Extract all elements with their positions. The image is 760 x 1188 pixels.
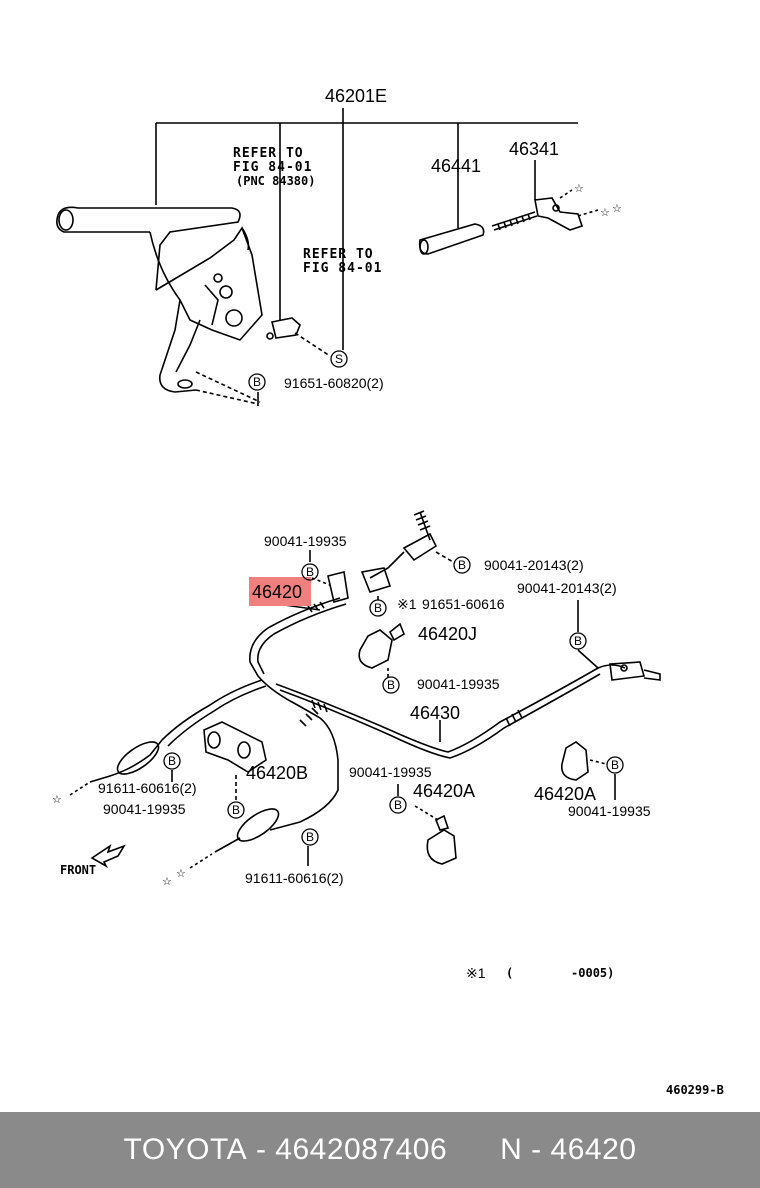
clip-e-label: 90041-19935	[349, 764, 432, 780]
highlight-box	[249, 577, 311, 606]
refer-note-1-line-1: REFER TO	[233, 146, 304, 161]
star-icon: ☆	[162, 876, 172, 888]
clip-b-label: 90041-20143(2)	[484, 557, 584, 573]
diagram-canvas: 46201E REFER TO FIG 84-01 (PNC 84380) RE…	[52, 86, 724, 1097]
refer-note-2-line-1: REFER TO	[303, 247, 374, 262]
clip-a-label: 90041-19935	[264, 533, 347, 549]
b-marker-text: B	[574, 634, 582, 648]
b-marker-text: B	[387, 678, 395, 692]
footnote-mark: ※1	[466, 965, 486, 981]
diagram-code: 460299-B	[666, 1083, 724, 1097]
star-icon: ☆	[612, 203, 622, 215]
part-number: 4642087406	[275, 1133, 448, 1166]
n-label: N	[500, 1133, 523, 1166]
b-marker-text: B	[611, 758, 619, 772]
clip-c-label: 90041-20143(2)	[517, 580, 617, 596]
star-icon: ☆	[600, 207, 610, 219]
b-marker-text: B	[168, 754, 176, 768]
part-46420J-label: 46420J	[418, 624, 477, 644]
bolt-left-label: 91611-60616(2)	[98, 780, 197, 796]
clip-g-label: 90041-19935	[568, 803, 651, 819]
part-46430-label: 46430	[410, 703, 460, 723]
b-marker-text: B	[232, 803, 240, 817]
footer-bar: TOYOTA - 4642087406 N - 46420	[0, 1112, 760, 1188]
part-46420B-label: 46420B	[246, 763, 308, 783]
part-46420A-label-1: 46420A	[413, 781, 475, 801]
part-46441-label: 46441	[431, 156, 481, 176]
assembly-label: 46201E	[325, 86, 387, 106]
clip-d-label: 90041-19935	[417, 676, 500, 692]
b-marker-clip-b	[453, 556, 471, 574]
brand-name: TOYOTA	[123, 1133, 248, 1166]
footnote-range: ( -0005)	[506, 966, 614, 980]
bolt-mid-label: 91651-60616	[422, 596, 505, 612]
b-marker-bolt-bottom	[301, 828, 319, 846]
b-marker-clip-f	[227, 801, 245, 819]
part-46420-highlighted-label: 46420	[252, 582, 302, 602]
b-marker-text: B	[306, 830, 314, 844]
note-mark-1: ※1	[397, 596, 417, 612]
clip-f-label: 90041-19935	[103, 801, 186, 817]
footer-gap	[447, 1133, 500, 1167]
refer-note-1-line-2: FIG 84-01	[233, 160, 312, 175]
part-46420A-label-2: 46420A	[534, 784, 596, 804]
b-marker-text: B	[306, 565, 314, 579]
pnc-number: 46420	[550, 1133, 637, 1166]
bolt-upper-label: 91651-60820(2)	[284, 375, 384, 391]
b-marker-text: B	[458, 558, 466, 572]
b-marker-text: B	[374, 601, 382, 615]
star-icon: ☆	[176, 868, 186, 880]
star-icon: ☆	[574, 183, 584, 195]
part-46341-label: 46341	[509, 139, 559, 159]
b-marker-bolt-mid	[369, 599, 387, 617]
b-marker-clip-d	[382, 676, 400, 694]
b-marker-text: B	[253, 375, 261, 389]
front-label: FRONT	[60, 863, 96, 877]
refer-note-2-line-2: FIG 84-01	[303, 261, 382, 276]
s-marker-text: S	[335, 352, 343, 366]
refer-note-1-line-3: (PNC 84380)	[236, 174, 315, 188]
b-marker-46420A	[389, 796, 407, 814]
b-marker-clip-c	[569, 632, 587, 650]
footer-separator: -	[247, 1133, 276, 1166]
b-marker-bolt-left	[163, 752, 181, 770]
star-icon: ☆	[52, 794, 62, 806]
s-marker	[330, 350, 348, 368]
b-marker-text: B	[394, 798, 402, 812]
b-marker-clip-g	[606, 756, 624, 774]
b-marker-upper	[248, 373, 266, 391]
bolt-bottom-label: 91611-60616(2)	[245, 870, 344, 886]
b-marker-clip-a	[301, 563, 319, 581]
footer-separator: -	[522, 1133, 551, 1166]
